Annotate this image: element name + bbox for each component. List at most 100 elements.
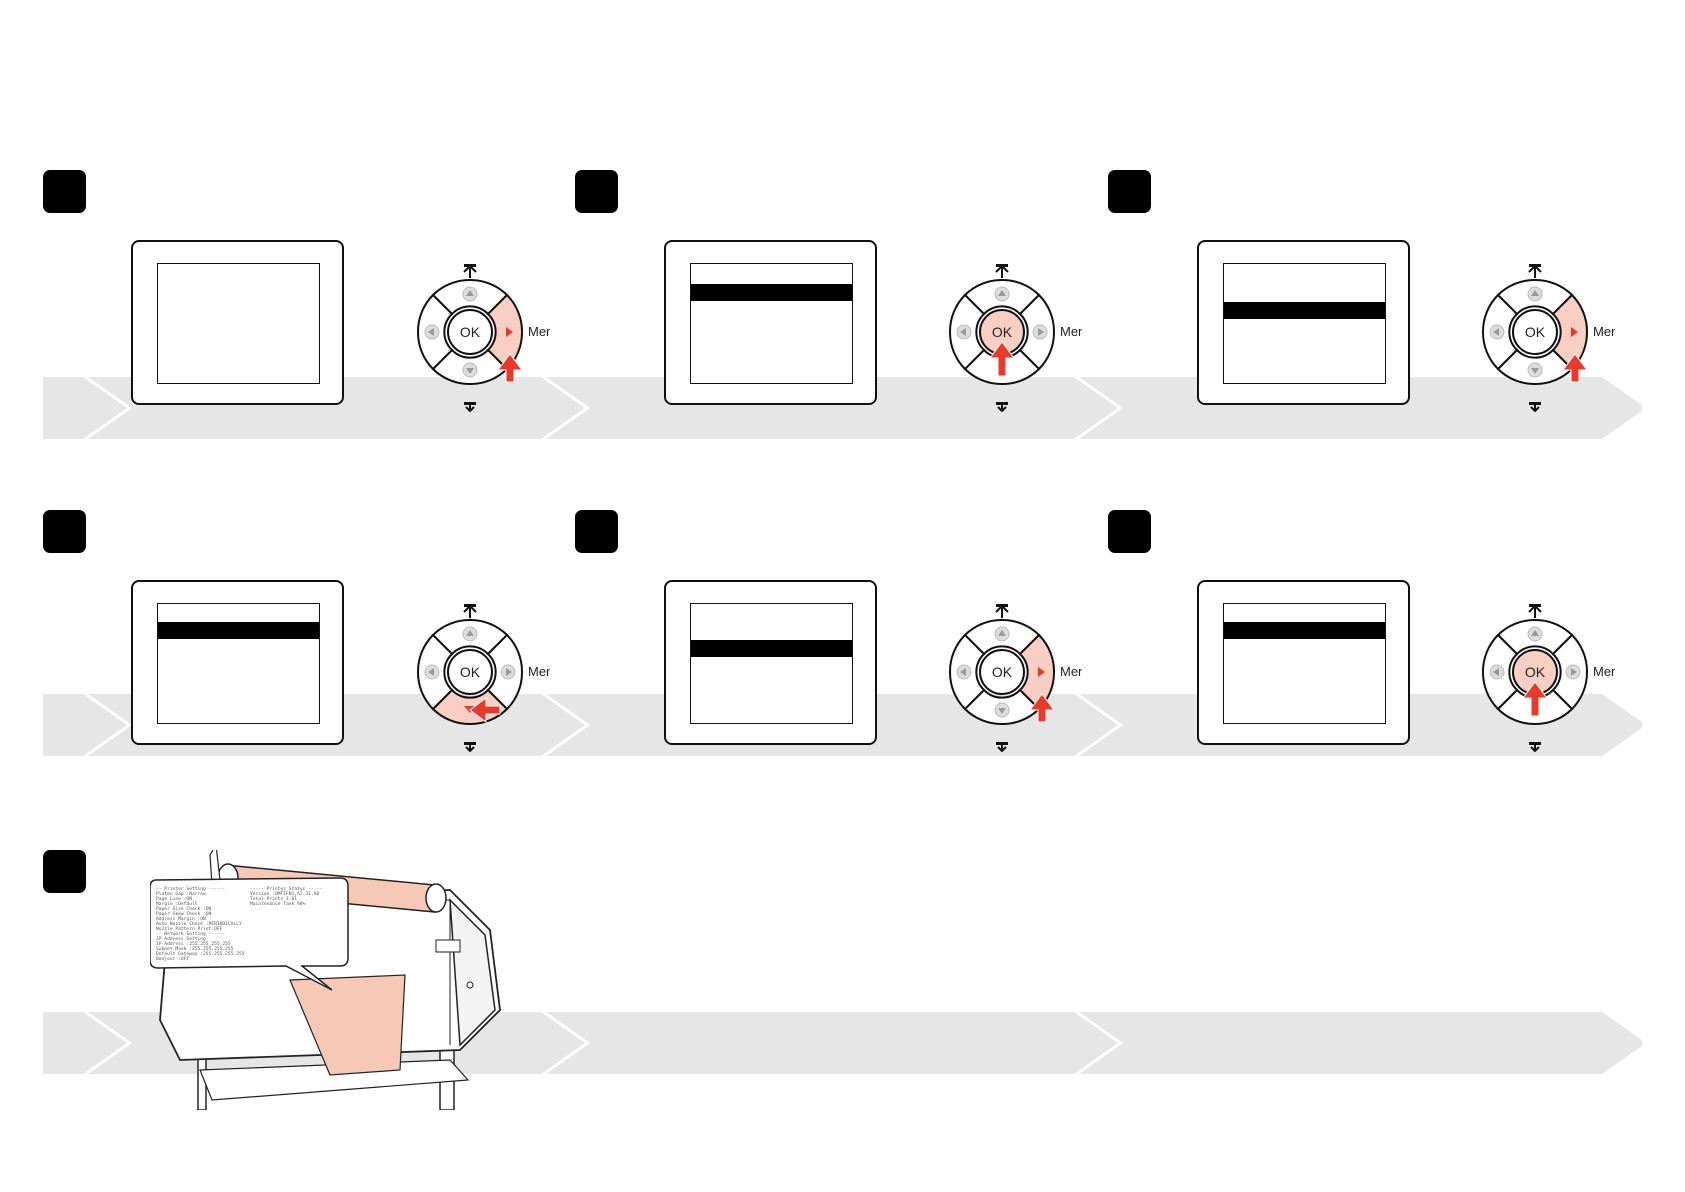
step-6-badge <box>1108 510 1151 553</box>
step-1-badge <box>43 170 86 213</box>
lcd-highlight-bar <box>1224 622 1385 639</box>
status-sheet-callout <box>150 877 349 991</box>
left-arrow-icon <box>428 328 434 336</box>
sheet-line: -- Printer Setting ------ <box>156 886 225 892</box>
status-sheet-right-column: ----- Printer Status ----- Version :UMT1… <box>250 886 322 907</box>
control-panel-step-3: OK Menu <box>1481 264 1615 412</box>
step-5-badge <box>575 510 618 553</box>
control-panel-step-6: OK Menu <box>1481 604 1615 752</box>
sheet-line: Nozzle Pattern Print:OFF <box>156 926 223 932</box>
menu-label: Menu <box>1060 664 1082 679</box>
up-arrow-icon <box>998 290 1006 296</box>
control-panel-step-4: OK Menu <box>416 604 550 752</box>
lcd-screen <box>1223 263 1386 384</box>
sheet-line: Platen Gap :Narrow <box>156 891 206 897</box>
sheet-line: Default Gateway :255.255.255.255 <box>156 951 245 957</box>
lcd-screen <box>690 263 853 384</box>
press-arrow-icon <box>989 341 1015 377</box>
menu-label: Menu <box>528 664 550 679</box>
sheet-line: Total Prints 1.01 <box>250 896 297 902</box>
lcd-highlight-bar <box>1224 302 1385 319</box>
step-4-badge <box>43 510 86 553</box>
up-arrow-icon <box>466 630 474 636</box>
left-arrow-icon <box>960 328 966 336</box>
ok-label: OK <box>992 324 1013 340</box>
up-arrow-icon <box>1531 290 1539 296</box>
up-arrow-icon <box>1531 630 1539 636</box>
ok-button[interactable] <box>1512 309 1558 355</box>
left-arrow-icon <box>1493 668 1499 676</box>
lcd-display-step-1 <box>131 240 344 405</box>
printed-paper <box>289 974 406 1076</box>
sheet-line: Subnet Mask :255.255.255.255 <box>156 946 234 952</box>
step-2-badge <box>575 170 618 213</box>
sheet-line: Address Margin :ON <box>156 916 206 922</box>
press-arrow-icon <box>1522 681 1548 717</box>
lcd-display-step-5 <box>664 580 877 745</box>
sheet-line: Bonjour :OFF <box>156 956 189 962</box>
lcd-screen <box>157 263 320 384</box>
right-button[interactable] <box>1551 293 1589 371</box>
menu-label: Menu <box>1593 324 1615 339</box>
left-arrow-icon <box>428 668 434 676</box>
sheet-line: Paper Skew Check :ON <box>156 911 212 917</box>
sheet-line: Maintenance Tank 90% <box>250 901 306 907</box>
right-arrow-icon <box>506 668 512 676</box>
sheet-line: IP Address Setting <box>156 936 206 942</box>
right-arrow-icon <box>1571 668 1577 676</box>
up-arrow-icon <box>998 630 1006 636</box>
ok-button[interactable] <box>447 309 493 355</box>
control-panel-step-1: OK Menu <box>416 264 550 412</box>
down-arrow-icon <box>1531 368 1539 374</box>
lcd-highlight-bar <box>691 284 852 301</box>
control-panel-step-5: OK Menu <box>948 604 1082 752</box>
ok-label: OK <box>1525 324 1546 340</box>
lcd-screen <box>1223 603 1386 724</box>
up-arrow-icon <box>466 290 474 296</box>
right-button[interactable] <box>486 293 524 371</box>
right-arrow-icon <box>506 327 513 337</box>
status-sheet-left-column: -- Printer Setting ------ Platen Gap :Na… <box>156 886 245 962</box>
lcd-display-step-2 <box>664 240 877 405</box>
menu-label: Menu <box>528 324 550 339</box>
step-7-badge <box>43 850 86 893</box>
ok-label: OK <box>1525 664 1546 680</box>
lcd-display-step-6 <box>1197 580 1410 745</box>
right-arrow-icon <box>1038 667 1045 677</box>
lcd-highlight-bar <box>158 622 319 639</box>
control-panel-step-2: OK Menu <box>948 264 1082 412</box>
menu-label: Menu <box>1060 324 1082 339</box>
lcd-display-step-3 <box>1197 240 1410 405</box>
right-button[interactable] <box>1018 633 1056 711</box>
ok-label: OK <box>992 664 1013 680</box>
sheet-line: IP Address :255.255.255.255 <box>156 941 231 947</box>
sheet-line: Page Line :ON <box>156 896 192 902</box>
sheet-line: -- Network Setting ------ <box>156 931 225 937</box>
down-arrow-icon <box>998 708 1006 714</box>
press-arrow-icon <box>1562 353 1588 383</box>
lcd-screen <box>157 603 320 724</box>
sheet-line: Auto Nozzle Check :PERIODICALLY <box>156 921 242 927</box>
sheet-line: Paper Size Check :ON <box>156 906 212 912</box>
ok-button[interactable] <box>979 649 1025 695</box>
sheet-line: ----- Printer Status ----- <box>250 886 322 892</box>
left-arrow-icon <box>1493 328 1499 336</box>
menu-label: Menu <box>1593 664 1615 679</box>
ok-label: OK <box>460 664 481 680</box>
lcd-display-step-4 <box>131 580 344 745</box>
down-arrow-icon <box>466 368 474 374</box>
press-arrow-icon <box>497 353 523 383</box>
left-arrow-icon <box>960 668 966 676</box>
ok-label: OK <box>460 324 481 340</box>
sheet-line: Version :UMT1FN1,A2.31,A0 <box>250 891 319 897</box>
press-arrow-icon <box>469 697 501 723</box>
right-arrow-icon <box>1571 327 1578 337</box>
right-arrow-icon <box>1038 328 1044 336</box>
lcd-screen <box>690 603 853 724</box>
printer-control-panel <box>435 939 461 953</box>
printer-illustration: -- Printer Setting ------ Platen Gap :Na… <box>150 850 501 1110</box>
lcd-highlight-bar <box>691 640 852 657</box>
ok-button[interactable] <box>447 649 493 695</box>
sheet-line: Margin :Default <box>156 901 198 907</box>
press-arrow-icon <box>1029 693 1055 723</box>
